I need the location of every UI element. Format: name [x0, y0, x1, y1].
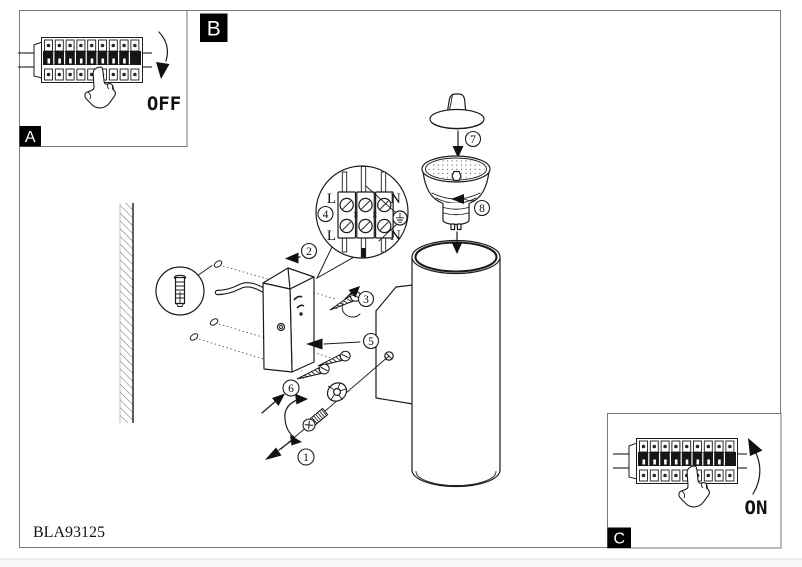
step-marker-7: 7 — [464, 130, 482, 148]
svg-text:7: 7 — [470, 134, 476, 146]
direction-arrow-icon — [265, 447, 282, 460]
wall-plug-detail — [155, 265, 213, 316]
reflector-bulb — [421, 155, 491, 254]
section-a-letter: A — [25, 129, 36, 146]
insert-arrow-icon — [451, 242, 463, 254]
step-marker-2: 2 — [285, 242, 318, 264]
direction-arrow-icon — [285, 252, 299, 264]
svg-text:3: 3 — [363, 294, 369, 306]
lamp-tube — [411, 239, 501, 488]
direction-arrow-icon — [451, 194, 464, 204]
mounting-screw-3 — [327, 286, 363, 318]
direction-arrow-icon — [306, 338, 323, 350]
step-marker-8: 8 — [451, 194, 491, 217]
step-marker-4: 4 — [317, 205, 334, 223]
bottom-strip — [0, 559, 802, 567]
panel-c-switch-on: ON C — [607, 413, 782, 549]
step-marker-5: 5 — [306, 332, 380, 350]
svg-text:1: 1 — [303, 452, 309, 464]
terminal-n-top: N — [390, 191, 401, 207]
svg-text:5: 5 — [368, 336, 374, 348]
panel-a-switch-off: OFF A — [18, 10, 188, 147]
step-marker-1: 1 — [265, 440, 315, 466]
drill-holes — [189, 260, 223, 341]
step-marker-3: 3 — [357, 290, 375, 308]
on-label: ON — [745, 497, 768, 519]
terminal-block-detail: L N L N 4 — [315, 165, 409, 280]
rotate-arrow-icon — [341, 302, 361, 318]
lock-washer — [326, 382, 348, 402]
wall-plug-icon — [173, 274, 187, 307]
section-a-badge — [19, 126, 41, 147]
model-number: BLA93125 — [33, 524, 105, 541]
wall-section — [119, 203, 134, 423]
terminal-l-bottom: L — [327, 228, 336, 244]
terminal-n-bottom: N — [390, 228, 401, 244]
assembly-axis-line — [280, 355, 390, 450]
svg-text:4: 4 — [323, 209, 329, 221]
off-label: OFF — [147, 93, 181, 115]
insert-arrow-icon — [452, 146, 464, 158]
section-c-badge — [607, 527, 631, 548]
direction-arrow-icon — [272, 393, 285, 406]
section-c-letter: C — [614, 531, 626, 548]
rotate-arrow-icon — [284, 397, 303, 438]
wire-sheath-mark — [361, 248, 366, 257]
terminal-l-top: L — [327, 191, 336, 207]
svg-text:2: 2 — [306, 246, 312, 258]
svg-text:6: 6 — [288, 383, 294, 395]
turn-off-arrow-icon — [156, 31, 170, 79]
top-cover — [429, 93, 485, 158]
mounting-bracket — [262, 267, 315, 373]
direction-arrow-icon — [348, 286, 360, 298]
earth-ground-icon — [365, 185, 408, 242]
step-marker-6: 6 — [261, 379, 300, 414]
section-b-badge: B — [200, 13, 228, 42]
bracket-wires — [293, 295, 305, 309]
svg-text:8: 8 — [479, 203, 485, 215]
mains-cable — [214, 282, 271, 296]
fixing-screw-6 — [284, 393, 329, 446]
turn-on-arrow-icon — [748, 438, 763, 495]
section-b-letter: B — [207, 18, 221, 41]
